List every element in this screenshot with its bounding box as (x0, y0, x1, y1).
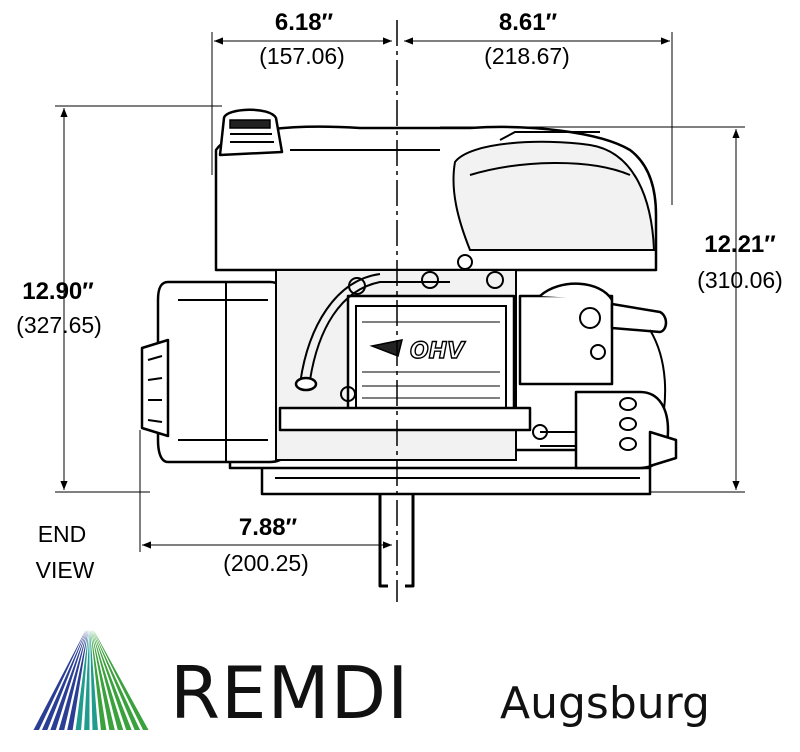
logo-ray (50, 630, 87, 730)
logo-ray (91, 630, 115, 730)
brand-logo: REMDI Augsburg (33, 630, 710, 735)
view-label-line1: END (38, 521, 87, 547)
logo-ray (93, 630, 141, 730)
shaft-offset-mm: (200.25) (223, 550, 309, 576)
dimension-lines (55, 32, 745, 552)
brand-location: Augsburg (500, 678, 710, 729)
total-height-mm: (327.65) (16, 312, 102, 338)
right-width-mm: (218.67) (484, 43, 570, 69)
dimension-labels: 6.18″ (157.06) 8.61″ (218.67) 12.90″ (32… (16, 9, 783, 583)
engine-illustration: OHV (140, 108, 678, 588)
logo-ray (67, 630, 89, 730)
right-height-mm: (310.06) (697, 267, 783, 293)
ohv-badge: OHV (410, 339, 466, 364)
view-label-line2: VIEW (36, 557, 95, 583)
total-height-inch: 12.90″ (22, 278, 94, 305)
logo-ray (33, 630, 86, 730)
logo-ray (92, 630, 132, 730)
brand-name: REMDI (170, 651, 409, 735)
left-width-mm: (157.06) (259, 43, 345, 69)
logo-ray (84, 630, 90, 730)
logo-ray (58, 630, 88, 730)
logo-ray (41, 630, 87, 730)
logo-ray (75, 630, 89, 730)
logo-ray (90, 630, 98, 730)
shaft-offset-inch: 7.88″ (239, 514, 298, 541)
right-width-inch: 8.61″ (499, 9, 558, 36)
logo-ray (90, 630, 107, 730)
right-height-inch: 12.21″ (704, 231, 776, 258)
logo-triangle-icon (33, 630, 149, 730)
left-width-inch: 6.18″ (275, 9, 334, 36)
logo-ray (93, 630, 149, 730)
logo-ray (91, 630, 124, 730)
